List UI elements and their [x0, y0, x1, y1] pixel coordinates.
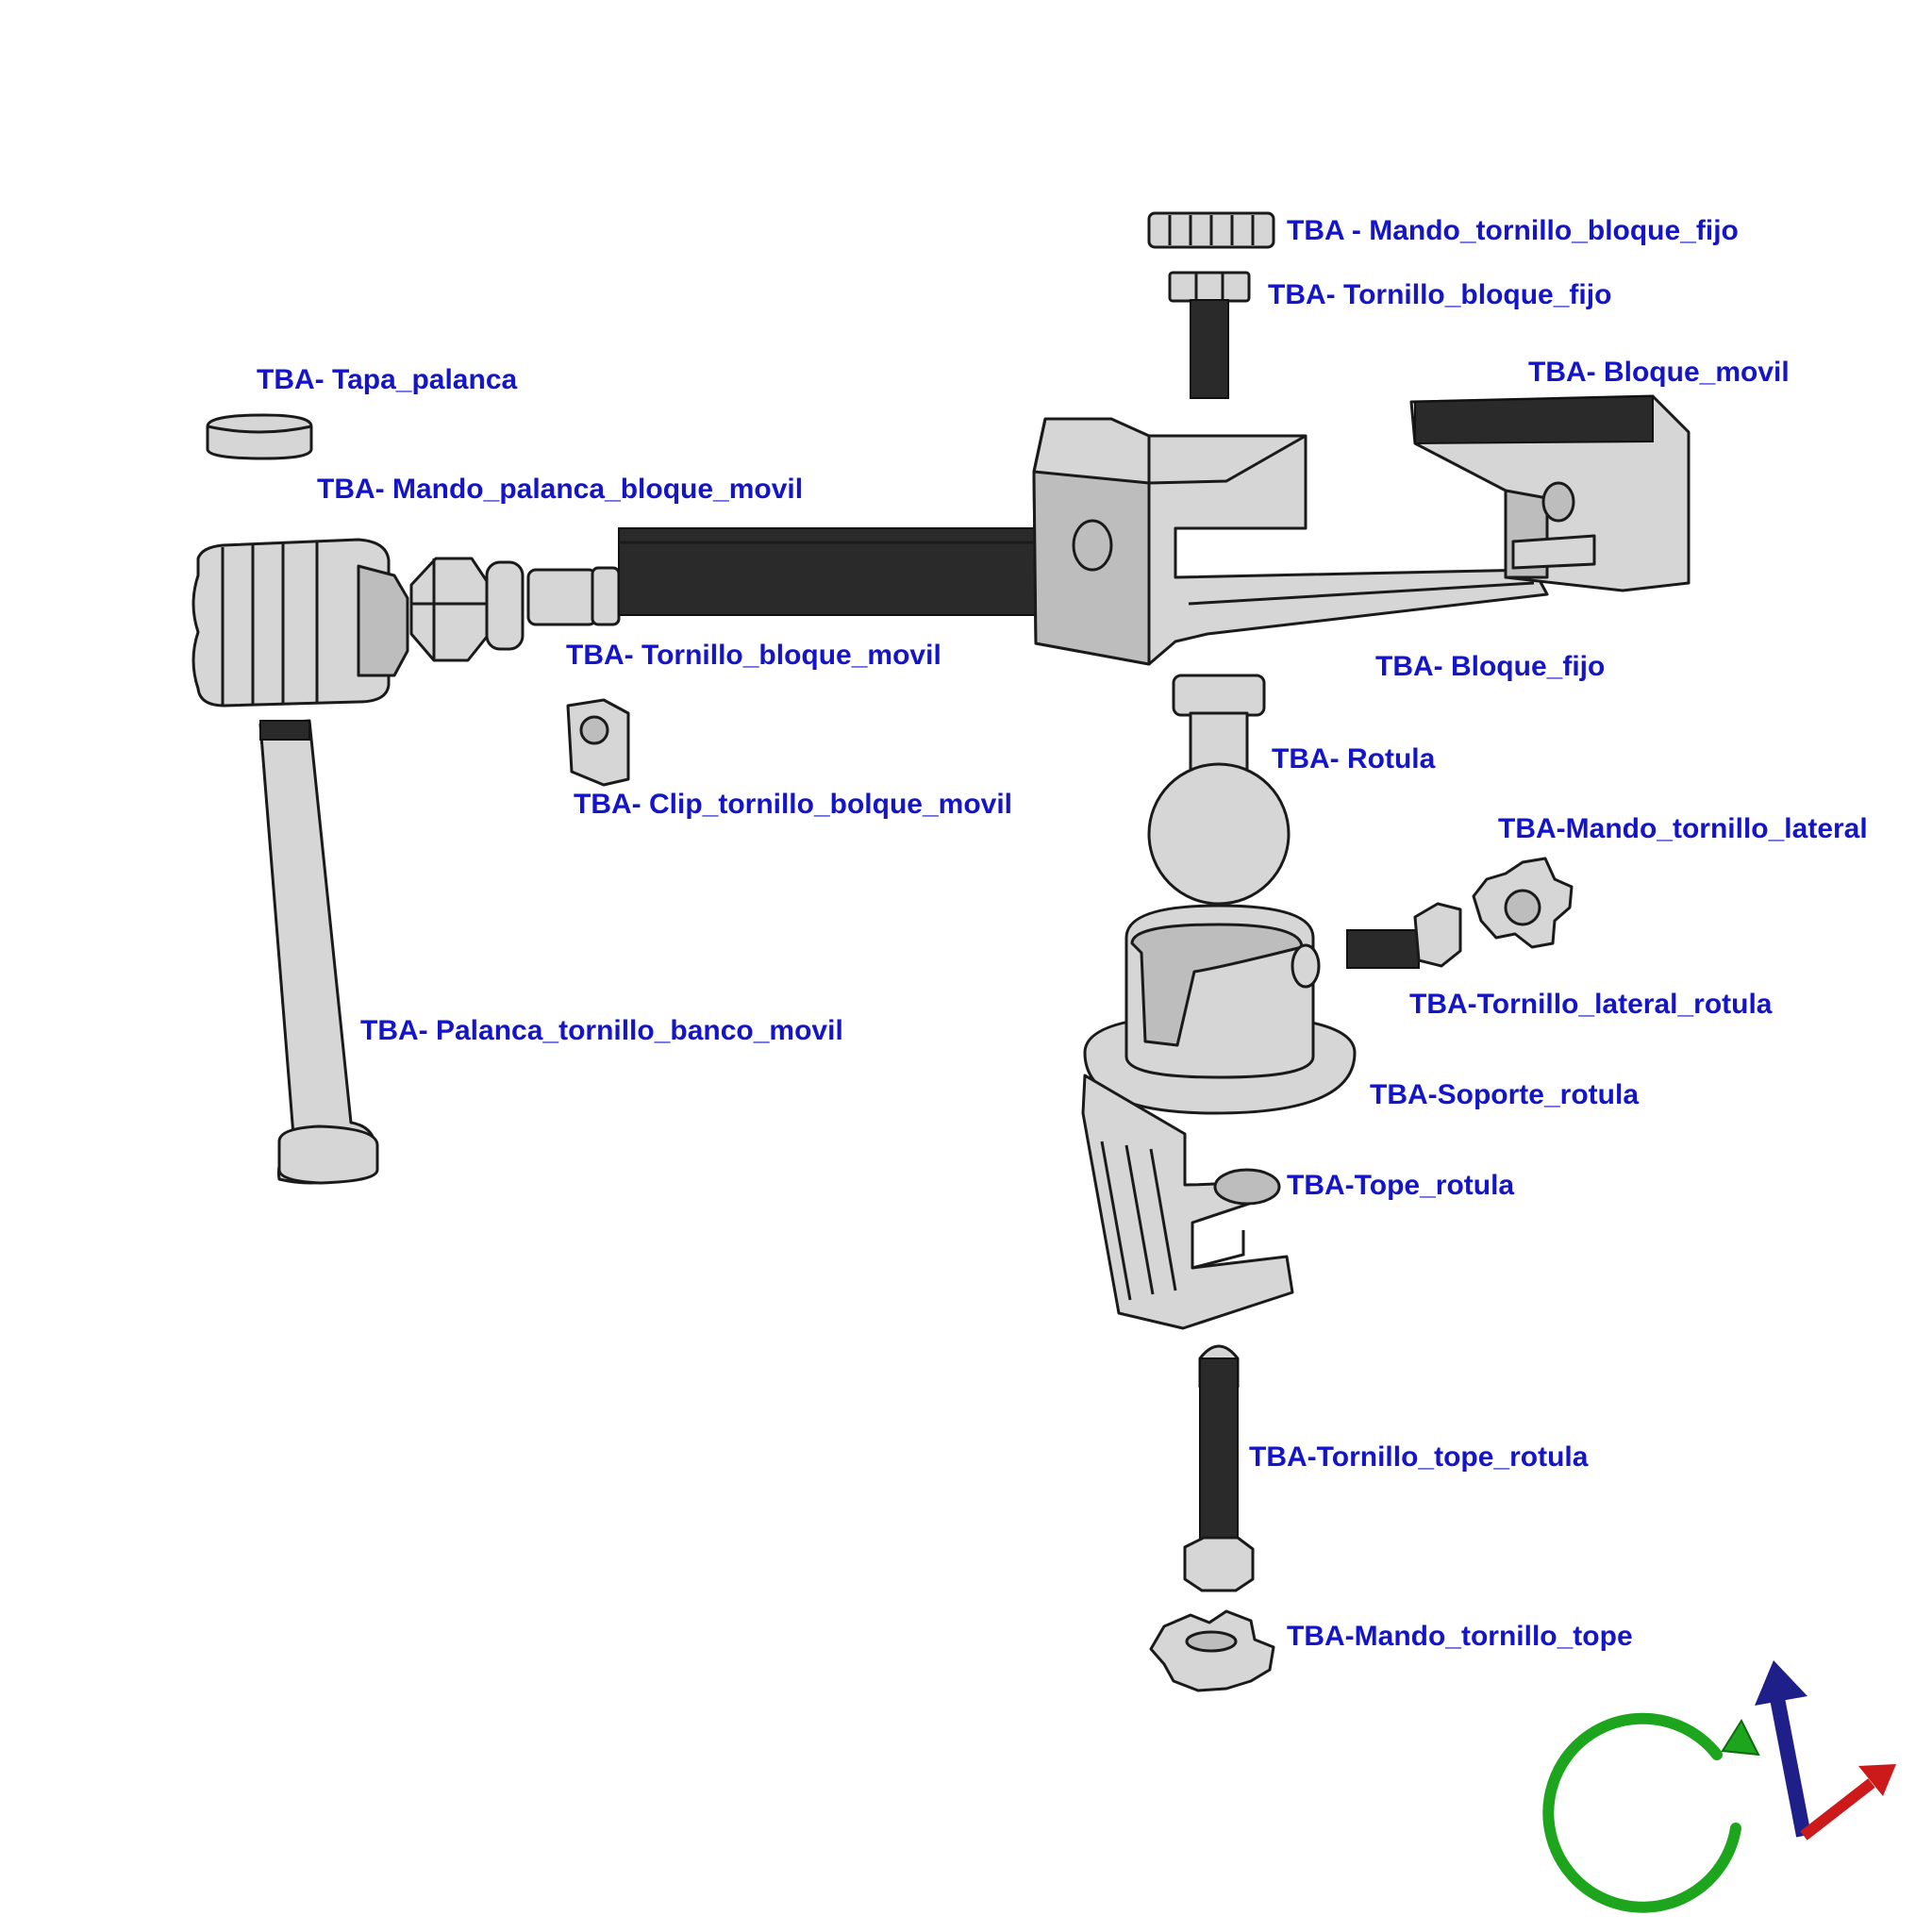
label-tornillo-bloque-movil: TBA- Tornillo_bloque_movil	[566, 640, 941, 671]
label-bloque-movil: TBA- Bloque_movil	[1528, 357, 1790, 388]
label-tope-rotula: TBA-Tope_rotula	[1287, 1170, 1515, 1201]
label-soporte-rotula: TBA-Soporte_rotula	[1370, 1079, 1639, 1110]
part-tapa-palanca	[206, 413, 313, 460]
part-tornillo-bloque-fijo	[1168, 271, 1251, 399]
part-mando-tornillo-lateral	[1472, 857, 1574, 949]
label-rotula: TBA- Rotula	[1272, 743, 1436, 774]
label-tornillo-bloque-fijo: TBA- Tornillo_bloque_fijo	[1268, 279, 1612, 310]
part-tope-rotula	[1081, 1074, 1294, 1330]
part-tornillo-tope-rotula	[1183, 1344, 1255, 1592]
label-mando-tornillo-lateral: TBA-Mando_tornillo_lateral	[1498, 813, 1868, 844]
coordinate-triad-icon	[1542, 1660, 1896, 1913]
label-mando-tornillo-tope: TBA-Mando_tornillo_tope	[1287, 1621, 1633, 1652]
part-tornillo-bloque-movil	[409, 527, 1074, 662]
label-palanca-tornillo-banco-movil: TBA- Palanca_tornillo_banco_movil	[360, 1015, 843, 1046]
label-clip-tornillo-bolque-movil: TBA- Clip_tornillo_bolque_movil	[574, 789, 1013, 820]
part-bloque-movil	[1409, 394, 1690, 592]
label-tornillo-lateral-rotula: TBA-Tornillo_lateral_rotula	[1409, 989, 1773, 1020]
part-mando-tornillo-tope	[1149, 1609, 1275, 1692]
part-clip-tornillo-bolque-movil	[566, 698, 630, 787]
part-rotula	[1147, 674, 1291, 906]
label-mando-tornillo-bloque-fijo: TBA - Mando_tornillo_bloque_fijo	[1287, 215, 1739, 246]
part-mando-tornillo-bloque-fijo	[1147, 211, 1275, 249]
label-bloque-fijo: TBA- Bloque_fijo	[1375, 651, 1606, 682]
label-tornillo-tope-rotula: TBA-Tornillo_tope_rotula	[1249, 1441, 1589, 1473]
part-soporte-rotula	[1083, 904, 1357, 1115]
label-mando-palanca-bloque-movil: TBA- Mando_palanca_bloque_movil	[317, 474, 804, 505]
part-tornillo-lateral-rotula	[1346, 902, 1462, 969]
part-palanca-tornillo-banco-movil	[258, 719, 379, 1185]
part-bloque-fijo	[1032, 417, 1549, 666]
part-mando-palanca-bloque-movil	[192, 538, 409, 708]
label-tapa-palanca: TBA- Tapa_palanca	[257, 364, 518, 395]
